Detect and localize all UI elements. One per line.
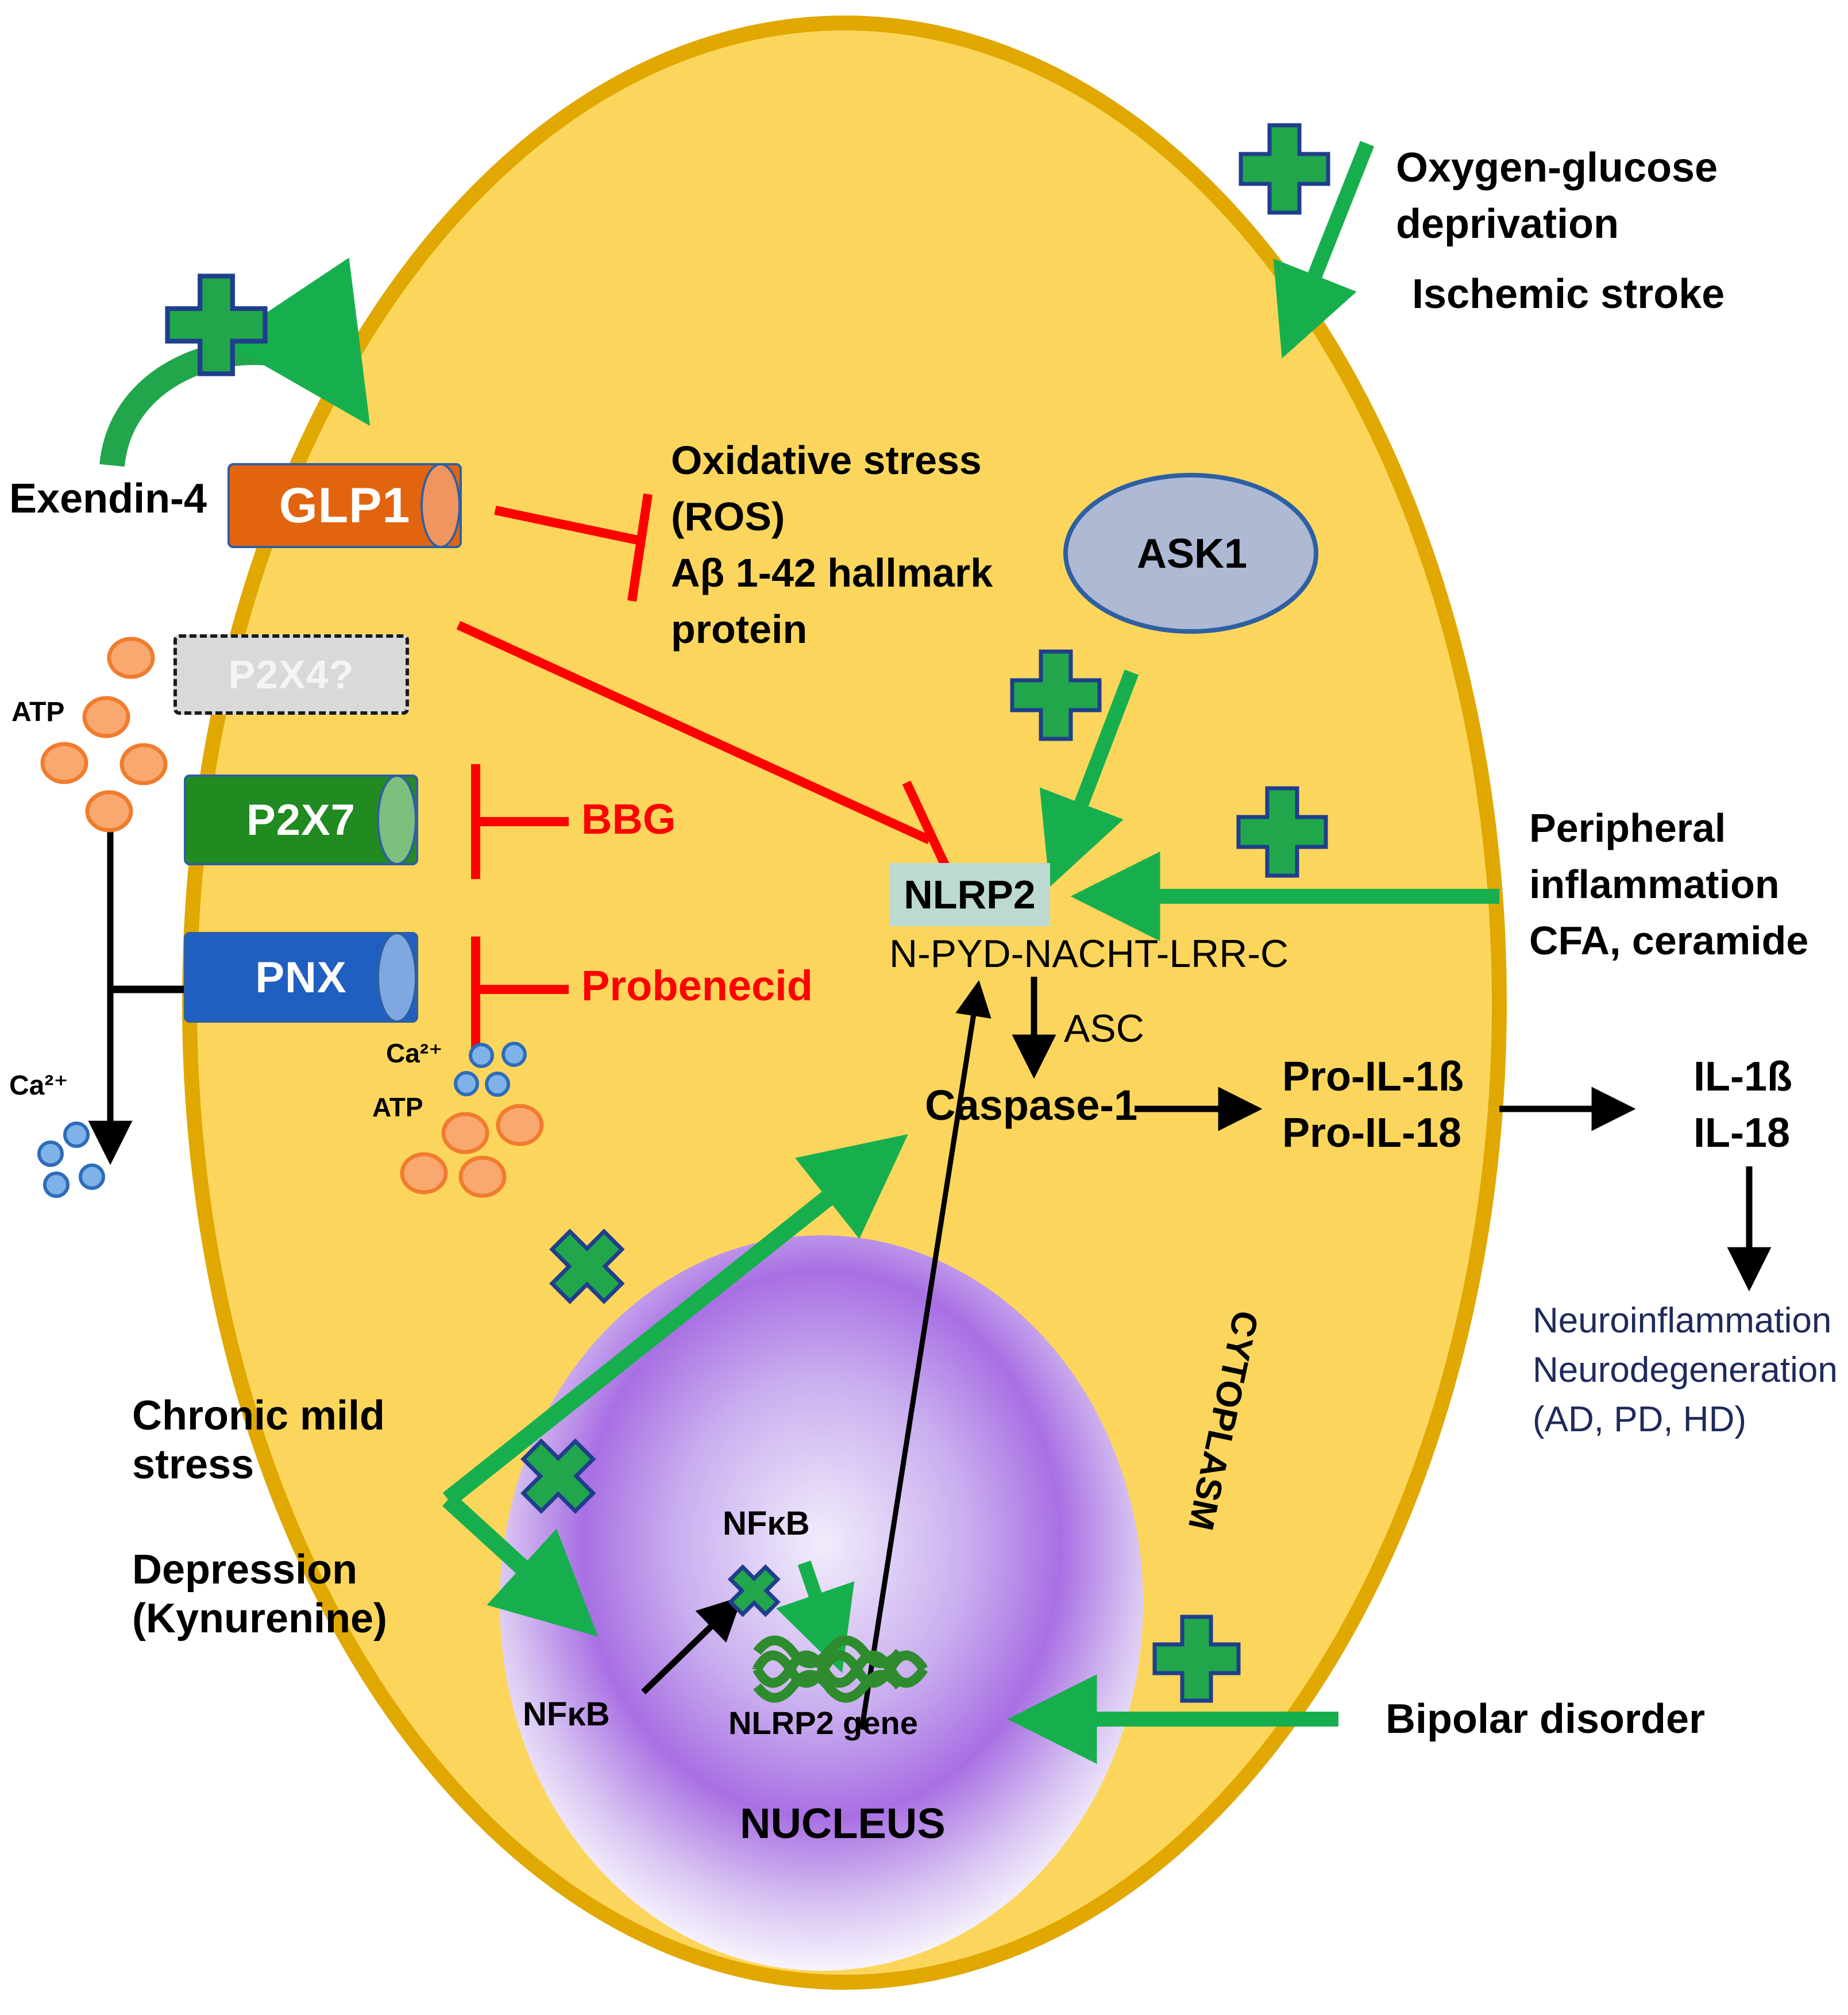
pro-il-1b-label: Pro-IL-1ß xyxy=(1282,1054,1464,1100)
glp1-inhibits-ros-line xyxy=(494,506,639,545)
chronic-mild-stress-label: Chronic mild stress xyxy=(132,1393,385,1488)
oxidative-stress-line3: Aβ 1-42 hallmark xyxy=(671,550,993,595)
nlrp2-highlight-box: NLRP2 xyxy=(889,863,1050,926)
nlrp2-domains-label: N-PYD-NACHT-LRR-C xyxy=(889,932,1289,976)
bbg-label: BBG xyxy=(581,795,676,843)
plus-icon-nfkb-nuclear xyxy=(727,1564,781,1617)
probenecid-label: Probenecid xyxy=(581,962,813,1010)
channel-cap-p2x7 xyxy=(377,775,417,865)
nlrp2-gene-label: NLRP2 gene xyxy=(728,1705,918,1741)
channel-label-glp1: GLP1 xyxy=(279,477,411,533)
channel-label-pnx: PNX xyxy=(255,953,347,1002)
plus-icon-ogd xyxy=(1239,123,1330,215)
nlrp2-gene-dna-icon xyxy=(752,1635,928,1703)
ischemic-stroke-label: Ischemic stroke xyxy=(1412,271,1725,317)
peripheral-line1: Peripheral xyxy=(1529,806,1726,850)
nfkb-cytoplasm-label: NFκB xyxy=(523,1696,610,1733)
peripheral-line3: CFA, ceramide xyxy=(1529,918,1809,963)
nfkb-translocation-arrow xyxy=(641,1596,743,1694)
bipolar-disorder-label: Bipolar disorder xyxy=(1386,1696,1706,1742)
atp-outside-label: ATP xyxy=(11,697,65,727)
atp-particles-inside xyxy=(400,1104,544,1198)
glp1-inhibits-nlrp2-line xyxy=(456,621,932,845)
channel-p2x4[interactable]: P2X4? xyxy=(173,634,409,715)
depression-label: Depression (Kynurenine) xyxy=(132,1547,388,1642)
plus-icon-bipolar xyxy=(1152,1615,1241,1703)
channel-cap-glp1 xyxy=(420,463,461,548)
nucleus-label: NUCLEUS xyxy=(740,1800,946,1847)
gene-to-protein-arrow xyxy=(859,980,991,1730)
glp1-inhibits-nlrp2-bar xyxy=(902,780,951,871)
ogd-line2: deprivation xyxy=(1396,201,1619,247)
ca-outside-label: Ca²⁺ xyxy=(9,1070,68,1101)
pro-il-18-label: Pro-IL-18 xyxy=(1282,1110,1462,1156)
ogd-line1: Oxygen-glucose xyxy=(1396,145,1718,191)
chronic-stress-activation-arrow xyxy=(442,1134,908,1507)
glp1-inhibits-ros-bar xyxy=(627,493,653,602)
plus-icon-chronic-stress xyxy=(549,1228,625,1304)
ask1-label: ASK1 xyxy=(1136,531,1248,577)
oxidative-stress-line2: (ROS) xyxy=(671,494,785,539)
outcome-line2: Neurodegeneration xyxy=(1533,1350,1838,1390)
oxidative-stress-line4: protein xyxy=(671,607,808,652)
channel-label-p2x7: P2X7 xyxy=(246,795,356,845)
nfkb-to-gene-arrow xyxy=(776,1561,855,1673)
plus-icon-peripheral xyxy=(1236,786,1328,878)
nlrp2-label: NLRP2 xyxy=(904,872,1036,917)
plus-icon-exendin xyxy=(165,273,268,376)
ogd-activation-arrow xyxy=(1273,141,1375,359)
atp-particles-outside xyxy=(40,637,168,833)
asc-label: ASC xyxy=(1064,1007,1144,1050)
outcome-line1: Neuroinflammation xyxy=(1533,1301,1832,1340)
channel-glp1[interactable]: GLP1 xyxy=(227,463,462,548)
ask1-ellipse xyxy=(1063,473,1318,634)
plus-icon-ask1 xyxy=(1010,649,1102,741)
atp-inside-label: ATP xyxy=(372,1092,423,1122)
depression-activation-arrow xyxy=(442,1493,599,1637)
il-18-label: IL-18 xyxy=(1693,1110,1791,1156)
caspase1-label: Caspase-1 xyxy=(925,1081,1138,1129)
nfkb-nucleus-label: NFκB xyxy=(723,1505,810,1542)
outcome-line3: (AD, PD, HD) xyxy=(1533,1400,1746,1439)
il-1b-label: IL-1ß xyxy=(1693,1054,1792,1100)
channel-pnx[interactable]: PNX xyxy=(184,932,418,1023)
exendin4-label: Exendin-4 xyxy=(9,476,207,522)
channel-p2x7[interactable]: P2X7 xyxy=(184,775,418,865)
ca-inside-label: Ca²⁺ xyxy=(386,1038,443,1068)
ca-particles-inside xyxy=(454,1042,527,1097)
ca-particles-outside xyxy=(37,1122,105,1198)
plus-icon-depression xyxy=(520,1438,596,1514)
oxidative-stress-line1: Oxidative stress xyxy=(671,438,982,483)
channel-label-p2x4: P2X4? xyxy=(228,652,354,697)
ask1-to-nlrp2-arrow xyxy=(1039,669,1139,887)
channel-cap-pnx xyxy=(377,932,417,1023)
peripheral-line2: inflammation xyxy=(1529,862,1780,907)
